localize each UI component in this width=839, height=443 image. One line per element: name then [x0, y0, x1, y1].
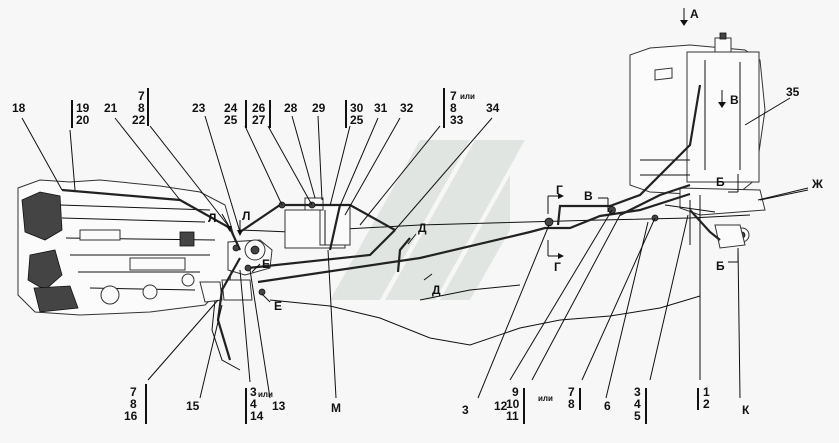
callout-3a: 3 — [250, 385, 257, 399]
callout-19: 19 — [76, 101, 90, 115]
callout-4b: 4 — [634, 397, 641, 411]
label-bars — [71, 88, 699, 424]
callout-29: 29 — [312, 101, 326, 115]
callout-25b: 25 — [350, 113, 364, 127]
callout-30: 30 — [350, 101, 364, 115]
callout-21: 21 — [104, 101, 118, 115]
callout-25a: 25 — [224, 113, 238, 127]
view-a-label: А — [690, 7, 699, 21]
view-e-top-label: Е — [262, 257, 270, 271]
callout-15: 15 — [186, 399, 200, 413]
callout-3: 3 — [462, 403, 469, 417]
callout-8b: 8 — [450, 101, 457, 115]
leader-lines — [21, 97, 809, 399]
callout-23: 23 — [192, 101, 206, 115]
engine-block — [17, 179, 236, 316]
callout-7c: 7 — [130, 385, 137, 399]
callout-20: 20 — [76, 113, 90, 127]
callout-labels: 18 19 20 21 7 8 22 23 24 25 26 27 28 29 … — [12, 85, 823, 423]
callout-1: 1 — [703, 385, 710, 399]
section-b-bottom-label: Б — [716, 259, 725, 273]
view-v-frame-label: В — [584, 189, 593, 203]
callout-10: 10 — [506, 397, 520, 411]
view-v-tank-label: В — [730, 93, 739, 107]
callout-13: 13 — [272, 399, 286, 413]
view-d-top-label: Д — [418, 221, 427, 235]
callout-6: 6 — [604, 399, 611, 413]
callout-9: 9 — [512, 385, 519, 399]
callout-zh: Ж — [811, 177, 823, 191]
callout-22: 22 — [132, 113, 146, 127]
callout-7d-note: или — [538, 394, 553, 403]
view-e-bottom-label: Е — [274, 299, 282, 313]
callout-33: 33 — [450, 113, 464, 127]
callout-2: 2 — [703, 397, 710, 411]
callout-7d: 7 — [568, 385, 575, 399]
callout-8a: 8 — [138, 101, 145, 115]
view-l-left-label: Л — [208, 211, 216, 225]
callout-24: 24 — [224, 101, 238, 115]
callout-16: 16 — [124, 409, 138, 423]
callout-7b: 7 — [450, 89, 457, 103]
callout-7a: 7 — [138, 89, 145, 103]
view-d-bottom-label: Д — [432, 283, 441, 297]
callout-m: М — [331, 401, 341, 415]
view-l-right-label: Л — [242, 209, 250, 223]
callout-31: 31 — [374, 101, 388, 115]
callout-14: 14 — [250, 409, 264, 423]
callout-k: К — [742, 403, 750, 417]
callout-34: 34 — [486, 101, 500, 115]
view-markers: А В В Г Г Б Б Л Л Е Е — [208, 7, 739, 313]
callout-4a: 4 — [250, 397, 257, 411]
callout-27: 27 — [252, 113, 266, 127]
callout-8c: 8 — [130, 397, 137, 411]
callout-11: 11 — [506, 409, 519, 423]
zh-leader — [759, 189, 809, 201]
pipe-bracket-box — [284, 197, 351, 249]
callout-32: 32 — [400, 101, 414, 115]
section-b-top-label: Б — [716, 175, 725, 189]
section-g-bottom-label: Г — [554, 260, 561, 274]
callout-8d: 8 — [568, 397, 575, 411]
callout-28: 28 — [284, 101, 298, 115]
callout-3a-note: или — [258, 390, 273, 399]
watermark-logo — [330, 140, 525, 300]
callout-3b: 3 — [634, 385, 641, 399]
callout-18: 18 — [12, 101, 26, 115]
expansion-tank — [629, 32, 766, 195]
callout-7b-note: или — [460, 92, 475, 101]
tank-mount-assembly — [664, 187, 766, 249]
callout-26: 26 — [252, 101, 266, 115]
section-g-top-label: Г — [556, 183, 563, 197]
callout-12: 12 — [494, 399, 508, 413]
callout-35: 35 — [786, 85, 800, 99]
callout-5: 5 — [634, 409, 641, 423]
